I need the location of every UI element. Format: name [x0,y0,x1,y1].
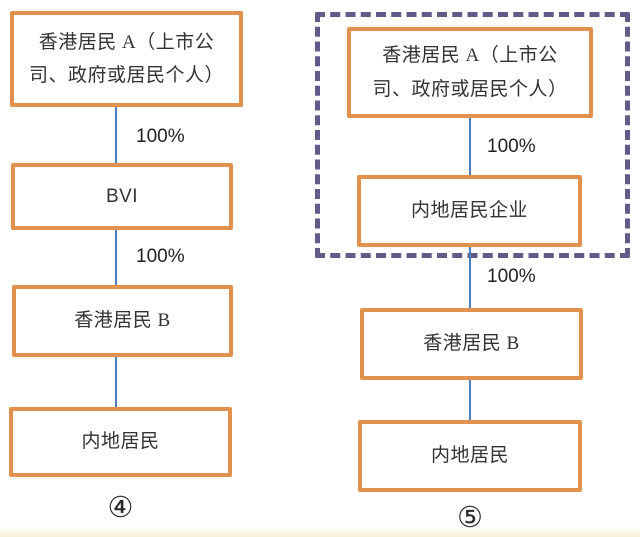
node-hk-resident-b-right: 香港居民 B [360,308,583,380]
connector-line [115,107,117,163]
node-hk-resident-b-left: 香港居民 B [12,285,233,357]
ownership-label: 100% [136,126,185,147]
node-mainland-resident-enterprise: 内地居民企业 [357,175,582,247]
ownership-label: 100% [487,266,536,287]
dashed-group-box [315,12,630,258]
ownership-label: 100% [487,136,536,157]
connector-line [469,247,471,308]
connector-line [469,118,471,175]
node-hk-resident-a-left: 香港居民 A（上市公 司、政府或居民个人） [10,11,243,107]
node-bvi: BVI [11,163,233,230]
connector-line [115,230,117,285]
left-chart-caption: ④ [107,492,134,524]
node-hk-resident-a-right: 香港居民 A（上市公 司、政府或居民个人） [347,27,593,118]
right-chart-caption: ⑤ [457,502,483,534]
connector-line [469,380,471,420]
connector-line [115,357,117,407]
node-mainland-resident-left: 内地居民 [9,407,232,477]
node-mainland-resident-right: 内地居民 [358,420,582,492]
ownership-label: 100% [136,246,185,267]
